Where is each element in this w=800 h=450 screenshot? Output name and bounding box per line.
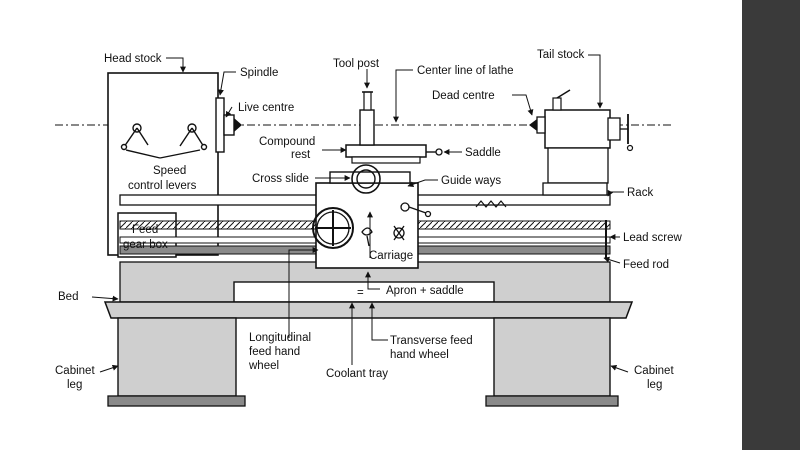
label-feed-rod: Feed rod <box>623 259 669 271</box>
cabinet-leg-left <box>107 317 246 407</box>
leader-lines <box>91 54 629 373</box>
label-cabinet-leg-left-2: leg <box>67 379 82 391</box>
label-center-line: Center line of lathe <box>417 65 514 77</box>
longitudinal-feed-hand-wheel <box>312 207 354 249</box>
cabinet-leg-right <box>485 317 619 407</box>
diagram-labels: Head stock Spindle Tool post Center line… <box>55 49 683 391</box>
label-transverse-1: Transverse feed <box>390 335 473 347</box>
cross-slide-hand-wheel <box>351 164 381 194</box>
tailstock <box>542 89 634 196</box>
speed-control-levers <box>120 123 208 159</box>
label-cross-slide: Cross slide <box>252 173 309 185</box>
lathe-diagram: Head stock Spindle Tool post Center line… <box>55 49 683 407</box>
label-carriage: Carriage <box>369 250 413 262</box>
label-transverse-2: hand wheel <box>390 349 449 361</box>
rack-teeth <box>475 200 507 208</box>
label-head-stock: Head stock <box>104 53 162 65</box>
label-rack: Rack <box>627 187 653 199</box>
label-saddle: Saddle <box>465 147 501 159</box>
bed-top-slab <box>103 301 634 319</box>
slide-side-bar <box>742 0 800 450</box>
label-lead-screw: Lead screw <box>623 232 683 244</box>
label-feed-gear-box-2: gear box <box>123 239 168 251</box>
label-cabinet-leg-left-1: Cabinet <box>55 365 95 377</box>
label-cabinet-leg-right-2: leg <box>647 379 662 391</box>
label-guide-ways: Guide ways <box>441 175 501 187</box>
label-live-centre: Live centre <box>238 102 294 114</box>
label-tool-post: Tool post <box>333 58 380 70</box>
label-spindle: Spindle <box>240 67 278 79</box>
label-tail-stock: Tail stock <box>537 49 585 61</box>
label-compound-rest-1: Compound <box>259 136 315 148</box>
label-speed-levers-1: Speed <box>153 165 186 177</box>
label-compound-rest-2: rest <box>291 149 311 161</box>
label-coolant-tray: Coolant tray <box>326 368 388 380</box>
label-apron-saddle: Apron + saddle <box>386 285 464 297</box>
label-bed: Bed <box>58 291 78 303</box>
label-feed-gear-box-1: Feed <box>132 224 158 236</box>
apron-levers <box>361 202 432 247</box>
label-speed-levers-2: control levers <box>128 180 197 192</box>
label-cabinet-leg-right-1: Cabinet <box>634 365 674 377</box>
dead-centre <box>529 116 546 134</box>
label-longitudinal-2: feed hand <box>249 346 300 358</box>
label-dead-centre: Dead centre <box>432 90 495 102</box>
tool-post <box>359 91 375 146</box>
label-longitudinal-1: Longitudinal <box>249 332 311 344</box>
label-longitudinal-3: wheel <box>248 360 279 372</box>
label-apron-symbol: = <box>357 287 364 299</box>
